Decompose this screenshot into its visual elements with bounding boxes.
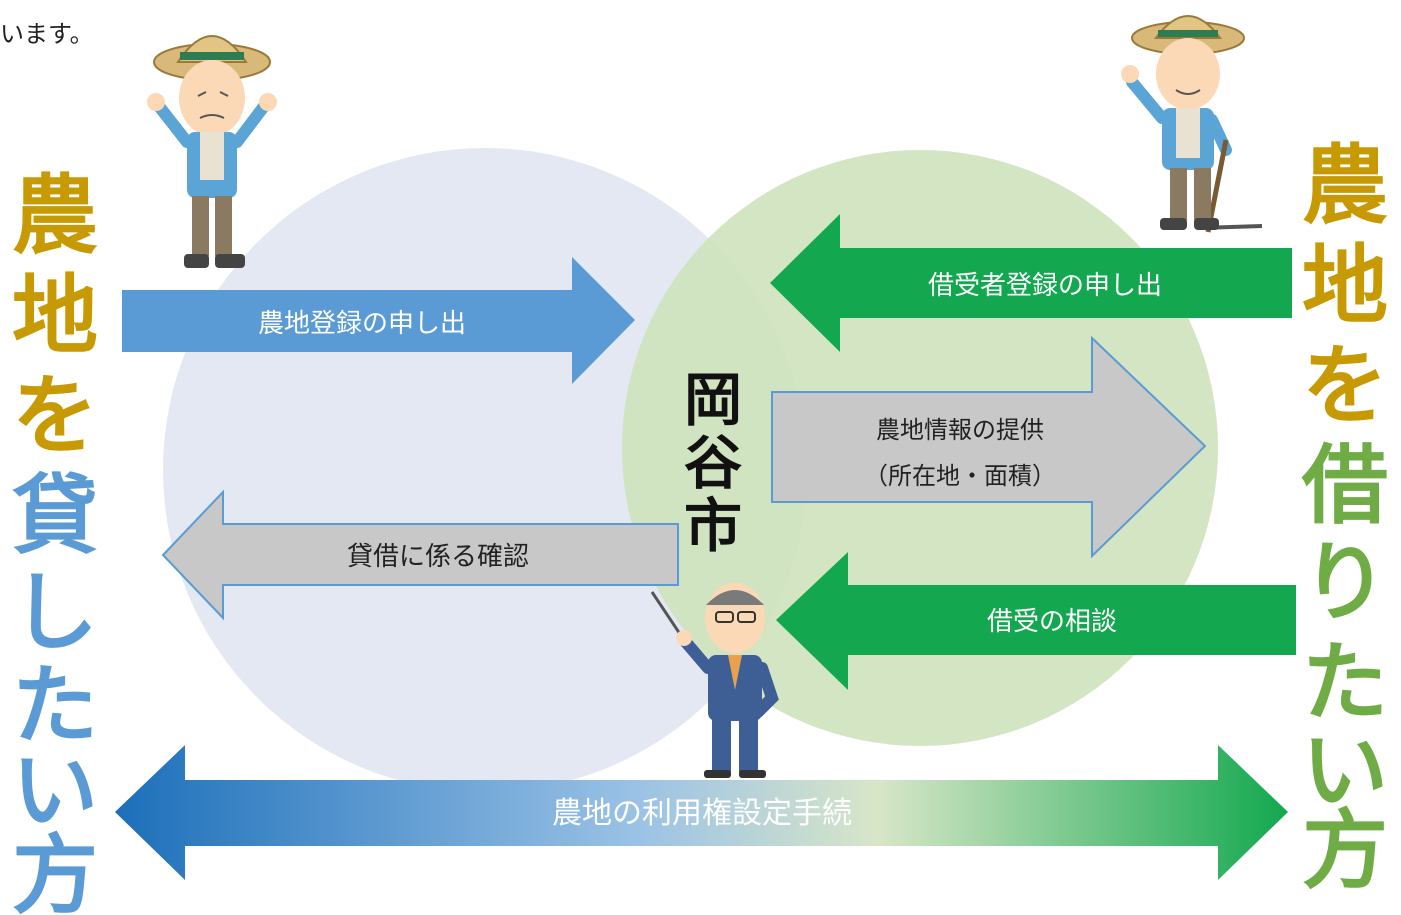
borrower-title-char: 農 <box>1302 136 1388 236</box>
land-info-label-line1: 農地情報の提供 <box>876 416 1044 444</box>
land-info-arrow: 農地情報の提供 （所在地・面積） <box>771 335 1207 559</box>
borrower-title-char: を <box>1302 336 1388 436</box>
pointing-farmer-illustration <box>1121 15 1263 233</box>
borrower-title-char: 借 <box>1301 436 1388 536</box>
land-registration-label: 農地登録の申し出 <box>258 309 466 339</box>
borrower-title-char: 方 <box>1302 801 1388 901</box>
borrower-title: 農 地 を 借 り た い 方 <box>1301 136 1388 901</box>
city-label-char: 市 <box>684 492 742 560</box>
usage-rights-double-arrow: 農地の利用権設定手続 <box>115 745 1288 880</box>
borrower-title-char: 地 <box>1302 236 1388 336</box>
land-info-label-line2: （所在地・面積） <box>864 462 1056 490</box>
lender-title-char: 貸 <box>12 466 98 566</box>
usage-rights-label: 農地の利用権設定手続 <box>552 796 852 831</box>
lending-confirmation-arrow: 貸借に係る確認 <box>161 489 679 621</box>
lending-confirmation-label: 貸借に係る確認 <box>347 542 529 572</box>
lender-title-char: た <box>12 656 98 756</box>
lender-title-char: 地 <box>12 266 98 366</box>
borrowing-consultation-label: 借受の相談 <box>987 607 1117 637</box>
borrower-registration-label: 借受者登録の申し出 <box>928 271 1162 301</box>
lender-title-char: し <box>12 563 98 663</box>
city-label-char: 岡 <box>684 366 742 434</box>
city-official-illustration <box>650 583 779 778</box>
lender-title-char: い <box>12 741 98 841</box>
worried-farmer-illustration <box>147 35 277 268</box>
borrower-registration-arrow: 借受者登録の申し出 <box>770 214 1292 352</box>
lender-title: 農 地 を 貸 し た い 方 <box>12 166 98 915</box>
borrower-title-char: り <box>1302 533 1388 633</box>
city-label-char: 谷 <box>684 429 742 497</box>
lender-title-char: 方 <box>12 826 98 915</box>
lender-title-char: を <box>12 366 98 466</box>
lender-title-char: 農 <box>12 166 98 266</box>
top-text-fragment: います。 <box>0 20 94 48</box>
borrower-title-char: た <box>1302 633 1388 733</box>
borrowing-consultation-arrow: 借受の相談 <box>776 552 1296 690</box>
city-label: 岡 谷 市 <box>684 366 742 560</box>
land-registration-arrow: 農地登録の申し出 <box>122 257 635 384</box>
borrower-title-char: い <box>1302 721 1388 821</box>
